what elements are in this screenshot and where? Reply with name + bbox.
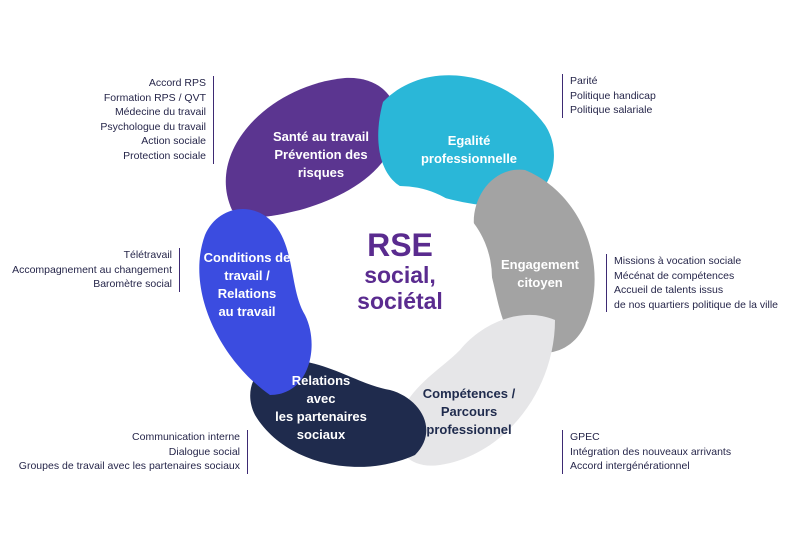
center-title-line3: sociétal [357, 288, 443, 314]
label-line: avec [306, 391, 336, 406]
label-line: au travail [218, 304, 276, 319]
label-line: Relations [217, 286, 277, 301]
note-item: Psychologue du travail [100, 120, 206, 133]
note-item: Action sociale [141, 135, 206, 148]
center-title-line2: social, [364, 262, 436, 288]
notes-sante: Accord RPS Formation RPS / QVT Médecine … [100, 76, 214, 164]
petal-label-conditions: Conditions de travail / Relations au tra… [193, 249, 301, 321]
petal-engagement [473, 169, 595, 353]
notes-egalite: Parité Politique handicap Politique sala… [562, 74, 656, 118]
notes-relations: Communication interne Dialogue social Gr… [19, 430, 248, 474]
note-item: Communication interne [132, 431, 240, 443]
note-item: Groupes de travail avec les partenaires … [18, 460, 240, 473]
center-disc [308, 186, 492, 370]
note-item: Accord RPS [148, 77, 206, 89]
label-line: Conditions de [203, 250, 291, 265]
label-line: professionnel [426, 422, 512, 437]
petal-conditions [199, 208, 312, 395]
note-item: Protection sociale [123, 149, 206, 162]
notes-conditions: Télétravail Accompagnement au changement… [12, 248, 180, 292]
label-line: Prévention des [274, 147, 368, 162]
note-item: Dialogue social [168, 445, 240, 458]
label-line: les partenaires [275, 409, 367, 424]
note-item: Mécénat de compétences [614, 269, 735, 282]
petal-competences [396, 314, 555, 466]
label-line: sociaux [296, 427, 346, 442]
label-line: Santé au travail [272, 129, 370, 144]
note-item: Missions à vocation sociale [614, 255, 742, 267]
petal-label-engagement: Engagement citoyen [490, 256, 590, 292]
petal-sante [225, 77, 398, 217]
note-item: Baromètre social [93, 278, 172, 291]
note-item: Accompagnement au changement [12, 263, 172, 276]
petal-label-competences: Compétences / Parcours professionnel [410, 385, 528, 439]
note-item: Formation RPS / QVT [103, 91, 206, 104]
label-line: Compétences / [422, 386, 516, 401]
label-line: risques [297, 165, 345, 180]
center-title-rse: RSE [367, 227, 433, 263]
label-line: Engagement [500, 257, 579, 272]
center-title: RSE social, sociétal [320, 228, 480, 314]
label-line: Relations [291, 373, 351, 388]
note-item: Accord intergénérationnel [570, 460, 690, 473]
petal-label-sante: Santé au travail Prévention des risques [262, 128, 380, 182]
petal-label-relations: Relations avec les partenaires sociaux [262, 372, 380, 444]
note-item: Politique salariale [570, 104, 653, 117]
label-line: travail / [224, 268, 270, 283]
notes-engagement: Missions à vocation sociale Mécénat de c… [606, 254, 779, 313]
notes-competences: GPEC Intégration des nouveaux arrivants … [562, 430, 731, 474]
note-item: Parité [570, 75, 598, 87]
note-item: GPEC [570, 431, 600, 443]
label-line: Egalité [447, 133, 491, 148]
petal-label-egalite: Egalité professionnelle [410, 132, 528, 168]
note-item: Intégration des nouveaux arrivants [570, 445, 732, 458]
label-line: Parcours [440, 404, 498, 419]
note-item: de nos quartiers politique de la ville [614, 298, 779, 311]
note-item: Télétravail [123, 249, 172, 261]
note-item: Politique handicap [570, 89, 656, 102]
label-line: professionnelle [420, 151, 518, 166]
label-line: citoyen [517, 275, 563, 290]
note-item: Accueil de talents issus [614, 284, 724, 297]
note-item: Médecine du travail [114, 106, 206, 119]
